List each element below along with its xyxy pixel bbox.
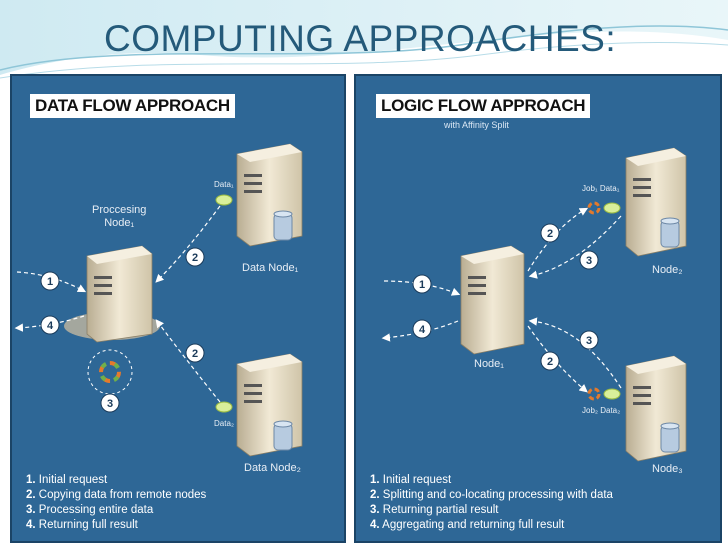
data-node-2-icon: [236, 353, 303, 457]
arrow-partial-from-node-2: [528, 215, 622, 279]
logic-flow-subtitle: with Affinity Split: [444, 120, 509, 130]
job-data-2-label: Job₂ Data₂: [582, 406, 621, 415]
logic-flow-steps: 1. Initial request 2. Splitting and co-l…: [370, 473, 613, 533]
data-flow-steps: 1. Initial request 2. Copying data from …: [26, 473, 206, 533]
badge-2-top: 2: [185, 247, 205, 267]
node-1-label: Node₁: [474, 358, 505, 370]
badge-3-bottom: 3: [579, 330, 599, 350]
node-2-label: Node₂: [652, 264, 683, 276]
job-1-icon: [587, 201, 601, 215]
badge-3: 3: [100, 393, 120, 413]
processing-node-icon: [86, 245, 153, 343]
data-2-cloud-icon: [603, 388, 621, 400]
data-flow-title: DATA FLOW APPROACH: [30, 94, 235, 118]
step-item: 2. Splitting and co-locating processing …: [370, 489, 613, 501]
arrow-copy-data-2: [155, 319, 221, 403]
data-flow-panel: DATA FLOW APPROACH: [10, 74, 346, 543]
arrow-partial-from-node-3: [528, 317, 622, 389]
arrow-initial-request: [383, 280, 461, 296]
job-2-icon: [587, 387, 601, 401]
badge-1: 1: [412, 274, 432, 294]
svg-text:1: 1: [47, 276, 53, 288]
svg-text:3: 3: [586, 255, 592, 267]
logic-flow-panel: LOGIC FLOW APPROACH with Affinity Split: [354, 74, 722, 543]
svg-text:4: 4: [47, 320, 54, 332]
svg-text:2: 2: [192, 348, 198, 360]
svg-text:2: 2: [547, 228, 553, 240]
step-item: 3. Processing entire data: [26, 504, 154, 516]
arrow-split-to-node-2: [527, 207, 589, 272]
data-1-cloud-icon: [603, 202, 621, 214]
logic-flow-diagram: 1 4 2 3 3 2: [381, 147, 687, 462]
svg-text:4: 4: [419, 324, 426, 336]
job-data-1-label: Job₁ Data₁: [582, 184, 620, 193]
svg-text:2: 2: [192, 252, 198, 264]
svg-text:3: 3: [586, 335, 592, 347]
badge-2-top: 2: [540, 223, 560, 243]
badge-3-top: 3: [579, 250, 599, 270]
step-item: 4. Aggregating and returning full result: [370, 519, 565, 531]
data-2-cloud-icon: [215, 401, 233, 413]
arrow-split-to-node-3: [527, 325, 588, 393]
step-item: 1. Initial request: [370, 474, 452, 486]
data-node-2-label: Data Node₂: [244, 462, 301, 474]
svg-text:1: 1: [419, 279, 425, 291]
arrow-initial-request: [16, 271, 87, 293]
badge-2-bottom: 2: [540, 351, 560, 371]
header-swoosh: [0, 0, 728, 79]
node-2-icon: [625, 147, 687, 257]
data-node-1-icon: [236, 143, 303, 247]
node-1-icon: [460, 245, 525, 355]
data-1-cloud-icon: [215, 194, 233, 206]
data-node-1-label: Data Node₁: [242, 262, 299, 274]
badge-4: 4: [412, 319, 432, 339]
node-3-icon: [625, 355, 687, 462]
svg-text:3: 3: [107, 398, 113, 410]
logic-flow-title: LOGIC FLOW APPROACH: [376, 94, 591, 118]
svg-text:2: 2: [547, 356, 553, 368]
data-1-label: Data₁: [214, 180, 234, 189]
processing-loop: [87, 349, 133, 395]
step-item: 1. Initial request: [26, 474, 108, 486]
step-item: 3. Returning partial result: [370, 504, 499, 516]
badge-2-bottom: 2: [185, 343, 205, 363]
step-item: 2. Copying data from remote nodes: [26, 489, 207, 501]
slide-title: COMPUTING APPROACHES:: [104, 18, 617, 59]
processing-icon: [99, 361, 121, 383]
step-item: 4. Returning full result: [26, 519, 138, 531]
arrow-copy-data-1: [155, 205, 221, 283]
data-flow-diagram: 1 4 2 2 3: [14, 143, 303, 457]
node-3-label: Node₃: [652, 463, 683, 475]
badge-4: 4: [40, 315, 60, 335]
badge-1: 1: [40, 271, 60, 291]
data-2-label: Data₂: [214, 419, 235, 428]
processing-node-label: Proccesing Node₁: [92, 204, 147, 229]
